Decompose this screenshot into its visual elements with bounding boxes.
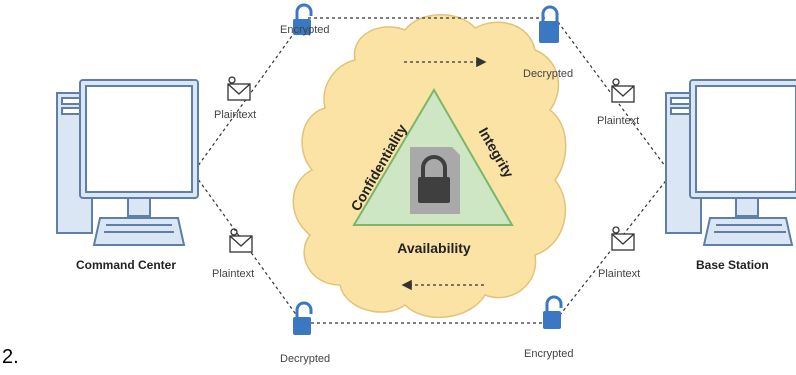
label-decrypted-top: Decrypted xyxy=(523,68,574,80)
envelope-icon xyxy=(227,76,251,101)
padlock-icon xyxy=(418,155,450,203)
figure-number: 2. xyxy=(2,346,19,368)
envelope-icon xyxy=(229,228,253,253)
envelope-icon xyxy=(611,226,635,251)
label-decrypted-bottom: Decrypted xyxy=(280,353,331,365)
node-command-center: Command Center xyxy=(76,258,177,272)
label-plaintext: Plaintext xyxy=(598,268,641,280)
desktop-computer-icon xyxy=(665,79,796,246)
padlock-icon xyxy=(539,5,559,43)
padlock-icon xyxy=(293,301,313,335)
label-plaintext: Plaintext xyxy=(214,109,257,121)
node-base-station: Base Station xyxy=(696,258,769,272)
label-plaintext: Plaintext xyxy=(212,268,255,280)
cia-triangle xyxy=(352,88,514,226)
envelope-icon xyxy=(611,78,635,103)
padlock-icon xyxy=(293,3,313,35)
desktop-computer-icon xyxy=(56,79,199,246)
padlock-icon xyxy=(543,295,563,329)
triad-availability: Availability xyxy=(397,240,471,256)
label-plaintext: Plaintext xyxy=(597,115,640,127)
flow-arrows xyxy=(401,56,487,291)
label-encrypted-bottom: Encrypted xyxy=(524,348,574,360)
label-encrypted-top: Encrypted xyxy=(280,24,330,36)
